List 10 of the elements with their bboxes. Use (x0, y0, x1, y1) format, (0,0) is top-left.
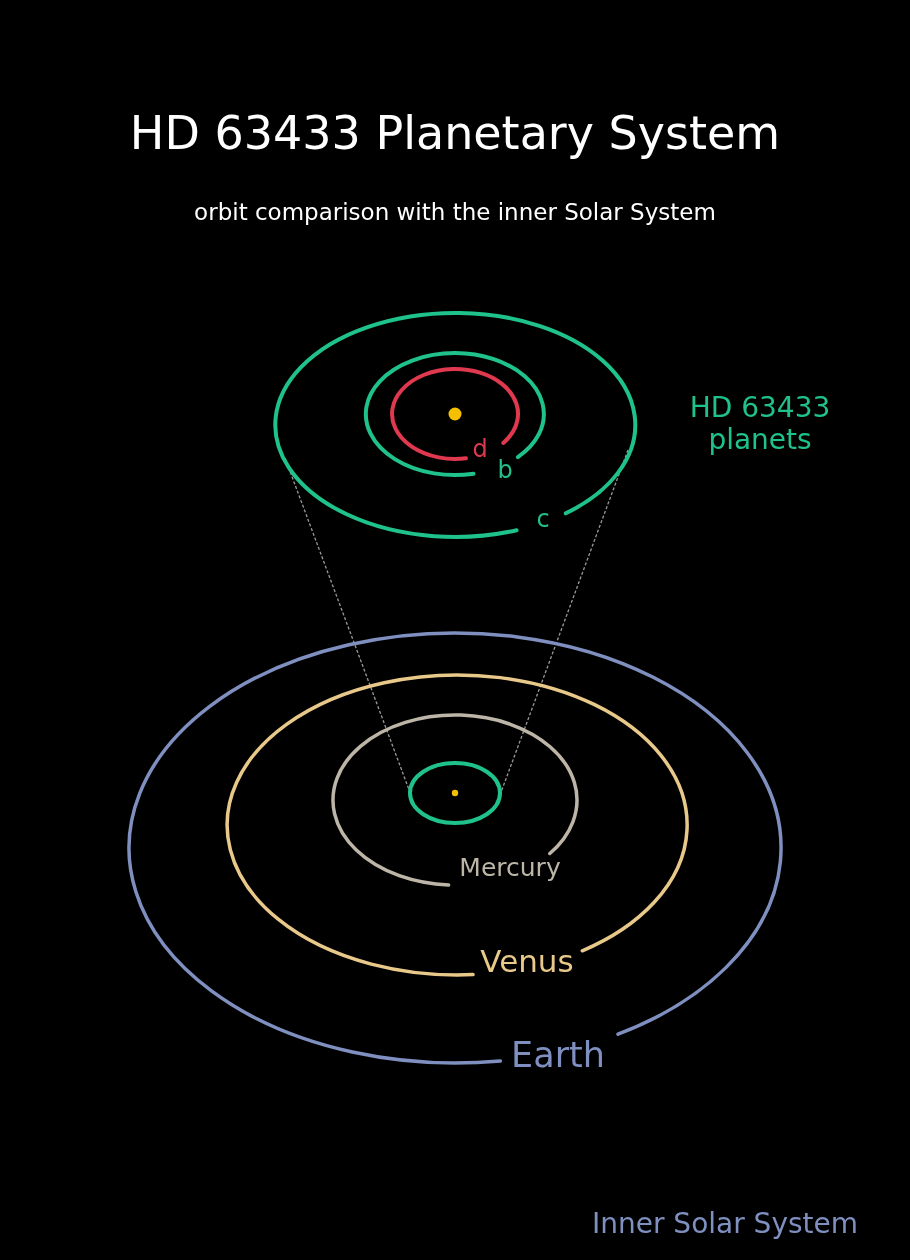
subtitle: orbit comparison with the inner Solar System (194, 198, 716, 226)
title: HD 63433 Planetary System (129, 106, 781, 160)
system-label: HD 63433 planets (688, 391, 832, 457)
planet-label: d (472, 436, 488, 464)
planet-label: Venus (480, 944, 574, 980)
system-label: Inner Solar System (591, 1207, 859, 1241)
planet-label: Mercury (459, 853, 561, 883)
planet-label: c (536, 506, 550, 534)
planet-label: Earth (511, 1034, 605, 1076)
planet-label: b (497, 457, 513, 485)
